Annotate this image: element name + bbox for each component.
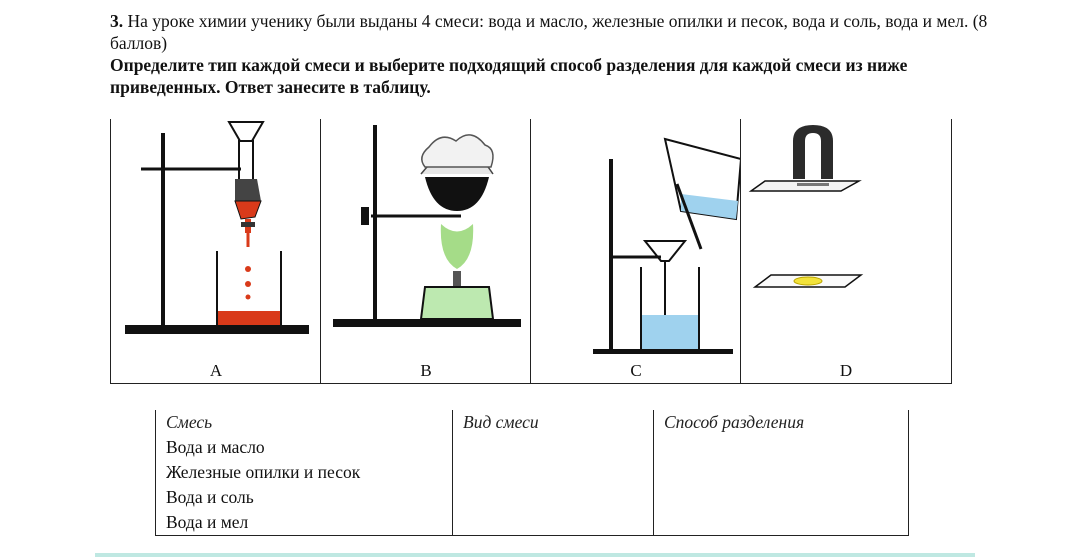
table-cell-type[interactable] [452,510,654,536]
table-cell-mixture: Вода и мел [155,510,453,536]
figure-c: C [530,119,741,383]
evaporation-icon [333,125,521,327]
separatory-funnel-icon [125,121,309,334]
task-points: (8 баллов) [110,11,988,53]
table-row: Вода и соль [155,485,909,510]
task-line-1: На уроке химии ученику были выданы 4 сме… [127,11,969,31]
page-bottom-divider [95,553,975,557]
table-header-mixture: Смесь [155,410,453,435]
table-cell-mixture: Вода и соль [155,485,453,510]
table-cell-mixture: Вода и масло [155,435,453,460]
table-header-method: Способ разделения [653,410,909,435]
figures-panel: A B C [110,119,952,384]
table-cell-method[interactable] [653,510,909,536]
figure-c-letter: C [630,361,642,380]
task-paragraph-2: Определите тип каждой смеси и выберите п… [110,54,1010,98]
figure-d-letter: D [839,361,853,380]
table-cell-method[interactable] [653,460,909,485]
task-paragraph-1: 3. На уроке химии ученику были выданы 4 … [110,10,1010,54]
figure-b-letter: B [420,361,432,380]
task-text: 3. На уроке химии ученику были выданы 4 … [110,10,1010,98]
magnet-icon [748,125,864,288]
answer-table: Смесь Вид смеси Способ разделения Вода и… [155,410,909,536]
table-row: Железные опилки и песок [155,460,909,485]
table-header-type: Вид смеси [452,410,654,435]
table-cell-type[interactable] [452,460,654,485]
table-cell-method[interactable] [653,435,909,460]
table-row: Вода и мел [155,510,909,536]
figure-d: D [740,119,952,383]
figure-a: A [110,119,321,383]
table-header-row: Смесь Вид смеси Способ разделения [155,410,909,435]
task-number: 3. [110,11,124,31]
table-row: Вода и масло [155,435,909,460]
task-line-2: Определите тип каждой смеси и выберите п… [110,55,908,97]
table-cell-mixture: Железные опилки и песок [155,460,453,485]
table-cell-type[interactable] [452,435,654,460]
figure-a-letter: A [209,361,223,380]
table-cell-type[interactable] [452,485,654,510]
table-cell-method[interactable] [653,485,909,510]
filtration-icon [593,137,741,354]
task-line-3: Ответ занесите в таблицу. [224,77,431,97]
figure-b: B [320,119,531,383]
